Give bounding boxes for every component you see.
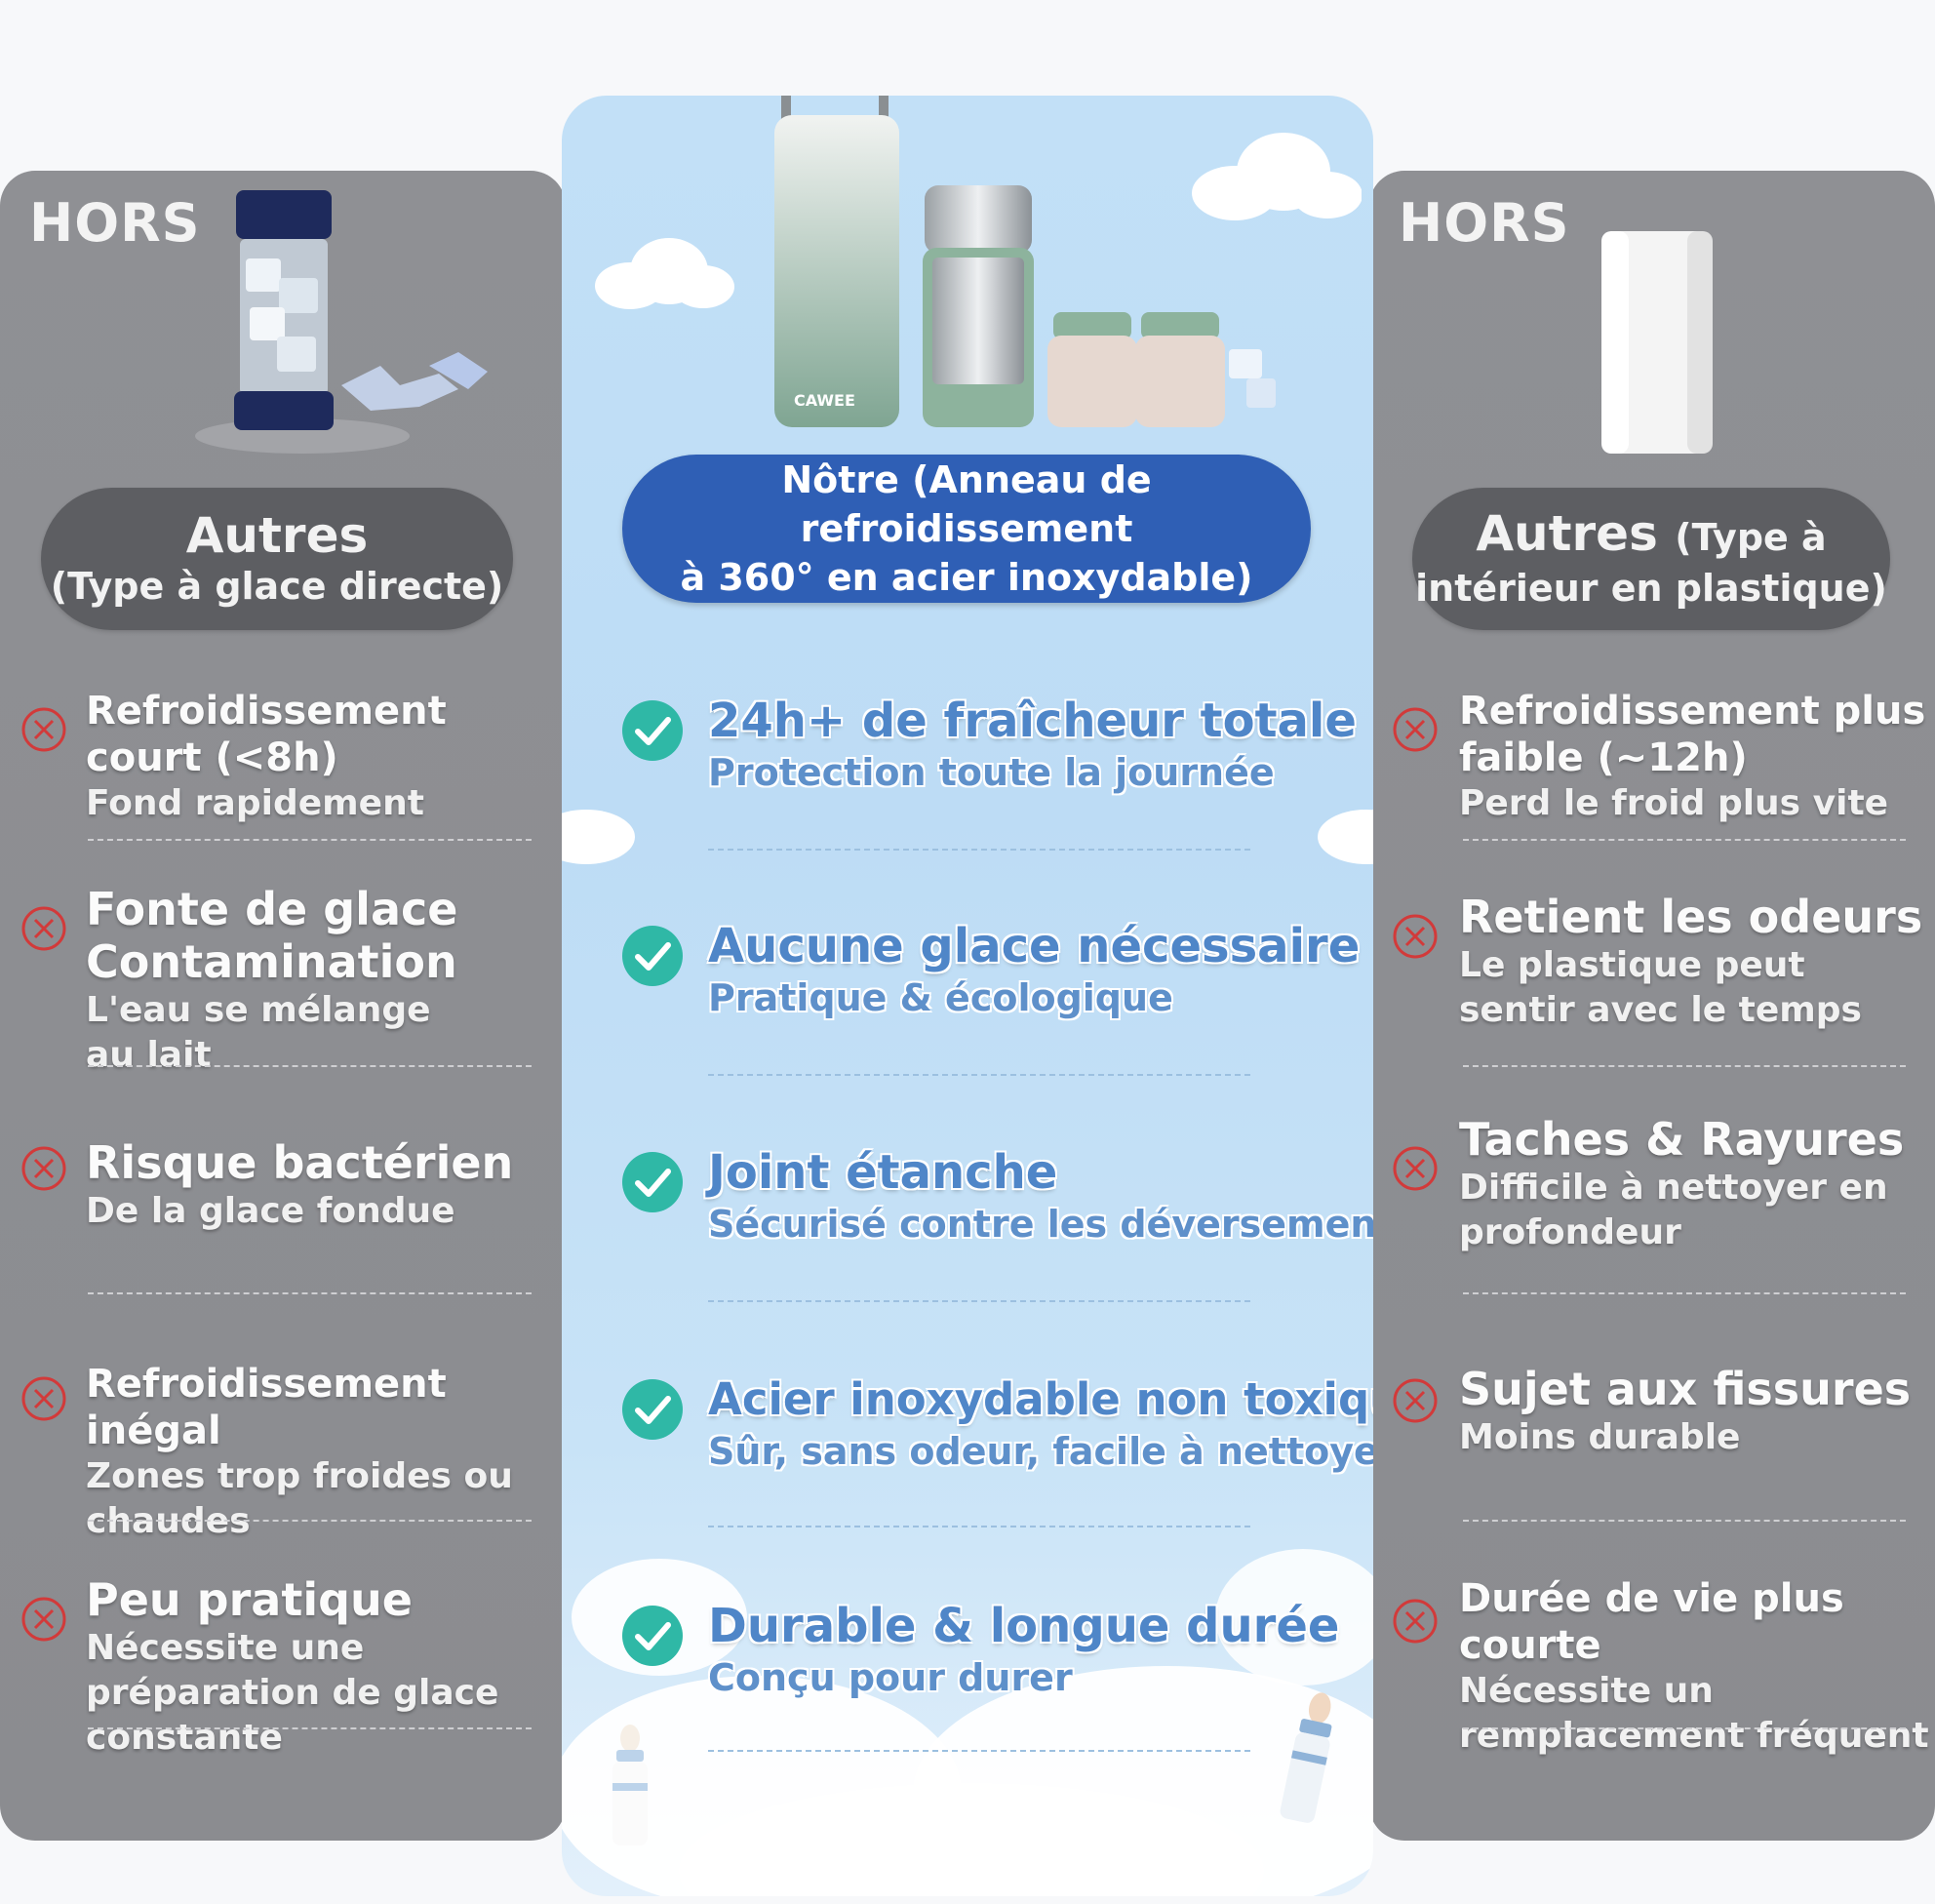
cloud-decoration [562,810,635,864]
benefit-sub: Sécurisé contre les déversements [708,1203,1373,1246]
divider [1463,1520,1906,1522]
cross-icon [1393,1378,1438,1423]
left-pill: Autres (Type à glace directe) [41,488,513,630]
check-icon [622,926,683,986]
check-icon [622,700,683,761]
left-item-sub: Nécessite une préparation de glace const… [86,1628,499,1758]
cross-icon [1393,707,1438,752]
baby-bottle-icon [1280,1692,1332,1823]
our-pill-line2: à 360° en acier inoxydable) [680,556,1253,599]
cross-icon [1393,914,1438,959]
divider [1463,1292,1906,1294]
divider [708,1526,1250,1527]
benefit-title: Aucune glace nécessaire [708,919,1361,973]
right-item-sub: Nécessite un remplacement fréquent [1459,1671,1929,1756]
divider [1463,1727,1906,1729]
cross-icon [21,1376,66,1421]
divider [708,1074,1250,1076]
benefit-sub: Conçu pour durer [708,1656,1073,1699]
cross-icon [1393,1146,1438,1191]
divider [708,1750,1250,1752]
check-icon [622,1152,683,1212]
right-pill: Autres (Type à intérieur en plastique) [1412,488,1890,630]
hors-label: HORS [1399,192,1570,254]
benefit-sub: Sûr, sans odeur, facile à nettoyer [708,1430,1373,1473]
left-item-title: Fonte de glace Contamination [86,883,458,988]
cross-icon [21,707,66,752]
check-icon [622,1606,683,1666]
right-item-sub: Perd le froid plus vite [1459,783,1889,823]
divider [88,1520,532,1522]
right-item-title: Taches & Rayures [1459,1113,1905,1166]
competitor-plastic-panel: HORS Autres (Type à intérieur en plastiq… [1369,171,1935,1841]
right-item-sub: Le plastique peut sentir avec le temps [1459,945,1862,1030]
right-item-title: Retient les odeurs [1459,891,1923,943]
divider [88,1065,532,1067]
right-item-title: Durée de vie plus courte [1459,1576,1844,1668]
right-pill-title: Autres [1476,505,1658,562]
divider [708,849,1250,851]
benefit-sub: Protection toute la journée [708,751,1275,794]
cross-icon [21,906,66,951]
benefit-title: Acier inoxydable non toxique [708,1373,1373,1425]
divider [1463,1065,1906,1067]
brand-text: CAWEE [794,391,855,410]
cross-icon [1393,1599,1438,1644]
right-item-title: Refroidissement plus faible (~12h) [1459,689,1926,780]
left-item-title: Refroidissement court (<8h) [86,689,447,780]
cloud-decoration [1192,133,1362,220]
benefit-sub: Pratique & écologique [708,976,1173,1019]
right-item-title: Sujet aux fissures [1459,1363,1912,1415]
cloud-decoration [595,238,734,309]
right-item-sub: Moins durable [1459,1417,1741,1457]
right-pill-sub: intérieur en plastique) [1415,567,1887,610]
product-bottles-image: CAWEE [774,96,1276,427]
benefit-title: Joint étanche [708,1145,1058,1200]
left-item-sub: Fond rapidement [86,783,424,823]
cross-icon [21,1146,66,1191]
divider [1463,839,1906,841]
our-product-panel: CAWEE Nôtre (Anneau de refroidissement à… [562,96,1373,1896]
left-pill-sub: (Type à glace directe) [50,565,504,608]
divider [88,1727,532,1729]
cloud-decoration [1318,810,1373,864]
right-item-sub: Difficile à nettoyer en profondeur [1459,1168,1888,1252]
divider [708,1300,1250,1302]
baby-bottle-icon [612,1725,648,1845]
our-pill-line1: Nôtre (Anneau de refroidissement [781,458,1152,550]
hors-label: HORS [29,192,201,254]
our-product-pill: Nôtre (Anneau de refroidissement à 360° … [622,455,1311,603]
right-pill-title-small: (Type à [1675,516,1827,559]
benefit-title: 24h+ de fraîcheur totale [708,694,1357,748]
plastic-liner-image [1601,231,1713,454]
divider [88,1292,532,1294]
left-item-title: Peu pratique [86,1573,413,1626]
left-item-sub: Zones trop froides ou chaudes [86,1456,513,1541]
left-item-title: Refroidissement inégal [86,1362,447,1453]
left-item-sub: De la glace fondue [86,1191,455,1231]
left-item-sub: L'eau se mélange au lait [86,990,431,1075]
left-pill-title: Autres [185,507,369,564]
check-icon [622,1379,683,1440]
divider [88,839,532,841]
competitor-direct-ice-panel: HORS Autres (Type à glace directe) Refro… [0,171,566,1841]
left-item-title: Risque bactérien [86,1136,514,1189]
cross-icon [21,1597,66,1642]
ice-bottle-image [195,190,488,454]
benefit-title: Durable & longue durée [708,1599,1340,1653]
cloud-decoration [562,1549,1373,1896]
